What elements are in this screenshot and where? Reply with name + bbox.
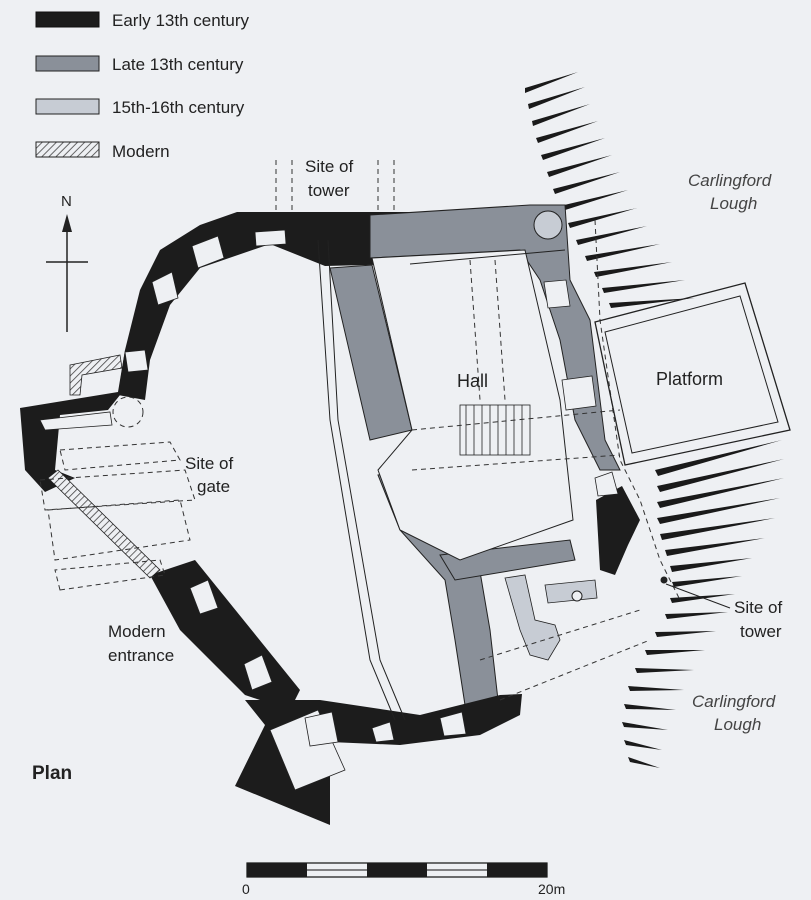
legend: Early 13th century Late 13th century 15t… <box>35 11 250 161</box>
legend-label-late: Late 13th century <box>112 55 244 74</box>
legend-label-early: Early 13th century <box>112 11 250 30</box>
plan-title: Plan <box>32 763 72 784</box>
tower-leader-line <box>665 583 731 609</box>
staircase <box>459 404 531 456</box>
north-arrow-icon <box>46 214 88 332</box>
modern-entrance-line2: entrance <box>108 646 174 665</box>
castle-walls <box>20 160 791 825</box>
shore-hatching-top <box>525 72 695 308</box>
site-of-gate-line2: gate <box>197 477 230 496</box>
carlingford-lough-bottom-line1: Carlingford <box>692 692 776 711</box>
legend-swatch-modern <box>35 141 100 158</box>
modern-entrance-line1: Modern <box>108 622 166 641</box>
carlingford-lough-top-line1: Carlingford <box>688 171 772 190</box>
site-of-tower-right-line2: tower <box>740 622 782 641</box>
legend-swatch-late <box>35 55 100 72</box>
carlingford-lough-top-line2: Lough <box>710 194 757 213</box>
hall-label: Hall <box>457 371 488 391</box>
carlingford-lough-bottom-line2: Lough <box>714 715 761 734</box>
legend-label-modern: Modern <box>112 142 170 161</box>
site-of-gate-line1: Site of <box>185 454 233 473</box>
scale-start-label: 0 <box>242 881 250 897</box>
shore-hatching-bottom <box>622 440 784 768</box>
legend-label-15th-16th: 15th-16th century <box>112 98 245 117</box>
north-label: N <box>61 193 72 210</box>
site-of-tower-right-line1: Site of <box>734 598 782 617</box>
platform-label: Platform <box>656 369 723 389</box>
site-of-tower-top-line1: Site of <box>305 157 353 176</box>
scale-end-label: 20m <box>538 881 565 897</box>
site-of-tower-top-line2: tower <box>308 181 350 200</box>
tower-marker-icon <box>660 576 668 584</box>
plan-labels: Site of tower Carlingford Lough Hall Pla… <box>32 157 782 784</box>
legend-swatch-early <box>35 11 100 28</box>
scale-bar: 0 20m <box>242 862 565 897</box>
legend-swatch-15th-16th <box>35 98 100 115</box>
